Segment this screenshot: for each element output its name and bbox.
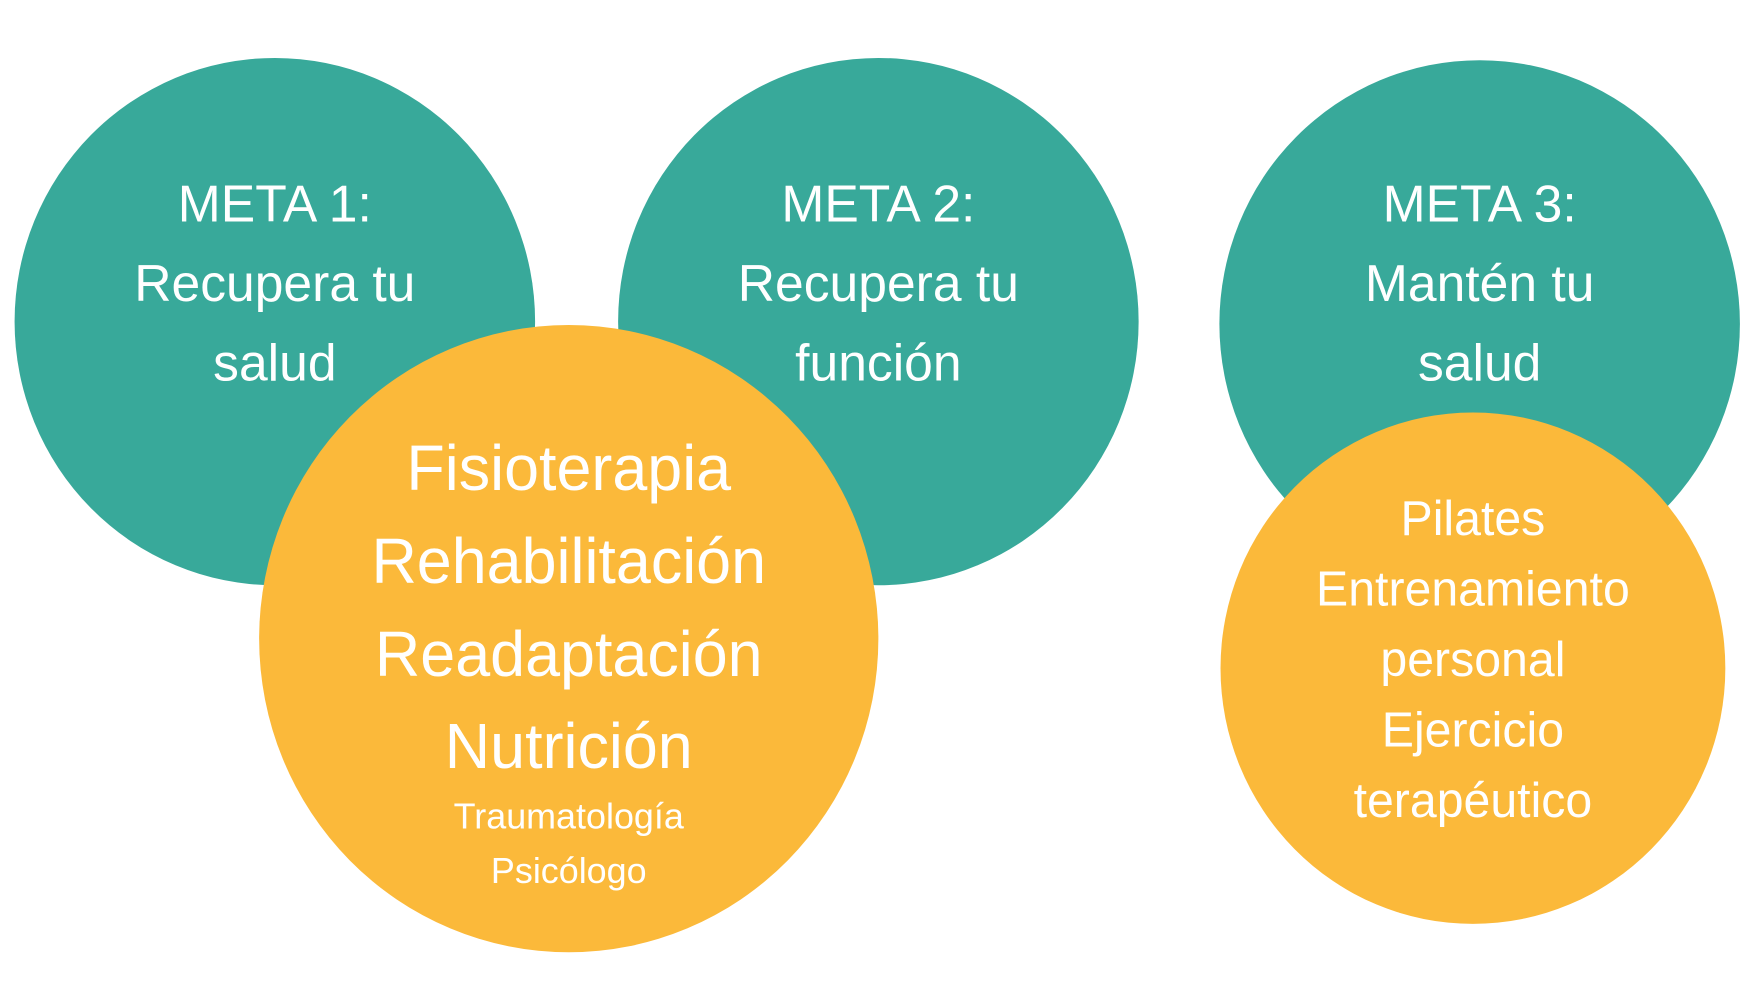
goal-2-line: Recupera tu <box>737 253 1019 313</box>
service-item: Nutrición <box>444 710 693 782</box>
goal-1-circle: META 1: Recupera tu salud <box>14 57 536 586</box>
goal-1-title: META 1: <box>177 173 372 233</box>
service-item: Rehabilitación <box>371 525 767 597</box>
goal-2-title: META 2: <box>781 173 976 233</box>
recovery-services-circle: Fisioterapia Rehabilitación Readaptación… <box>259 325 879 953</box>
service-item-secondary: Traumatología <box>453 795 684 837</box>
goal-2-line: función <box>795 332 962 393</box>
service-item: Entrenamiento <box>1316 562 1630 618</box>
goal-3-line: salud <box>1417 332 1542 393</box>
maintain-services-circle: Pilates Entrenamiento personal Ejercicio… <box>1220 412 1726 924</box>
goal-1-line: salud <box>213 332 337 393</box>
service-item: personal <box>1380 632 1566 688</box>
goal-3-title: META 3: <box>1382 173 1577 233</box>
service-item: Ejercicio <box>1381 703 1565 758</box>
service-item: Readaptación <box>374 618 763 690</box>
goal-3-line: Mantén tu <box>1364 253 1595 313</box>
service-item: terapéutico <box>1353 773 1593 829</box>
goal-1-line: Recupera tu <box>134 253 416 313</box>
service-item: Fisioterapia <box>406 431 732 504</box>
service-item-secondary: Psicólogo <box>490 850 647 891</box>
service-item: Pilates <box>1400 492 1546 547</box>
